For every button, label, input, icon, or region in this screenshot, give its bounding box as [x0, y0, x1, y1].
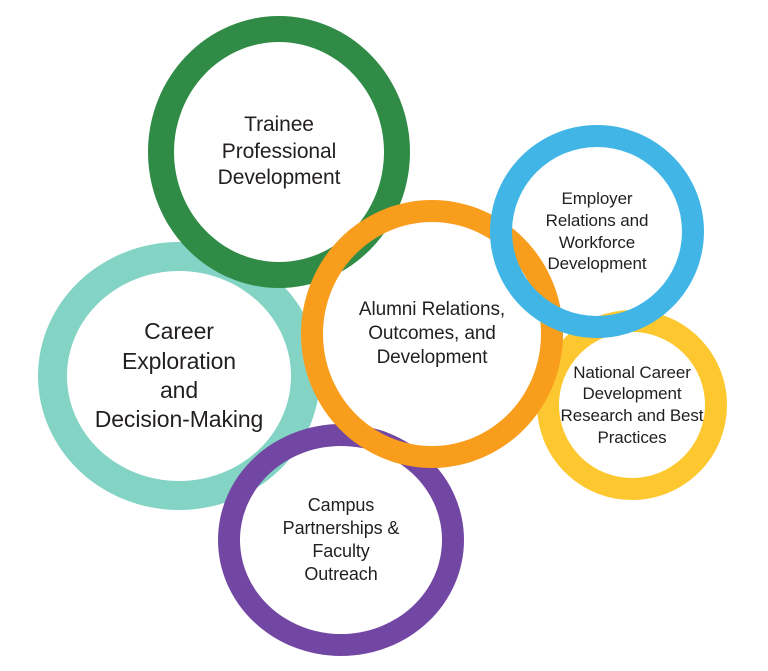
ring-employer-relations — [490, 125, 704, 338]
ring-national-career-development — [537, 310, 727, 500]
